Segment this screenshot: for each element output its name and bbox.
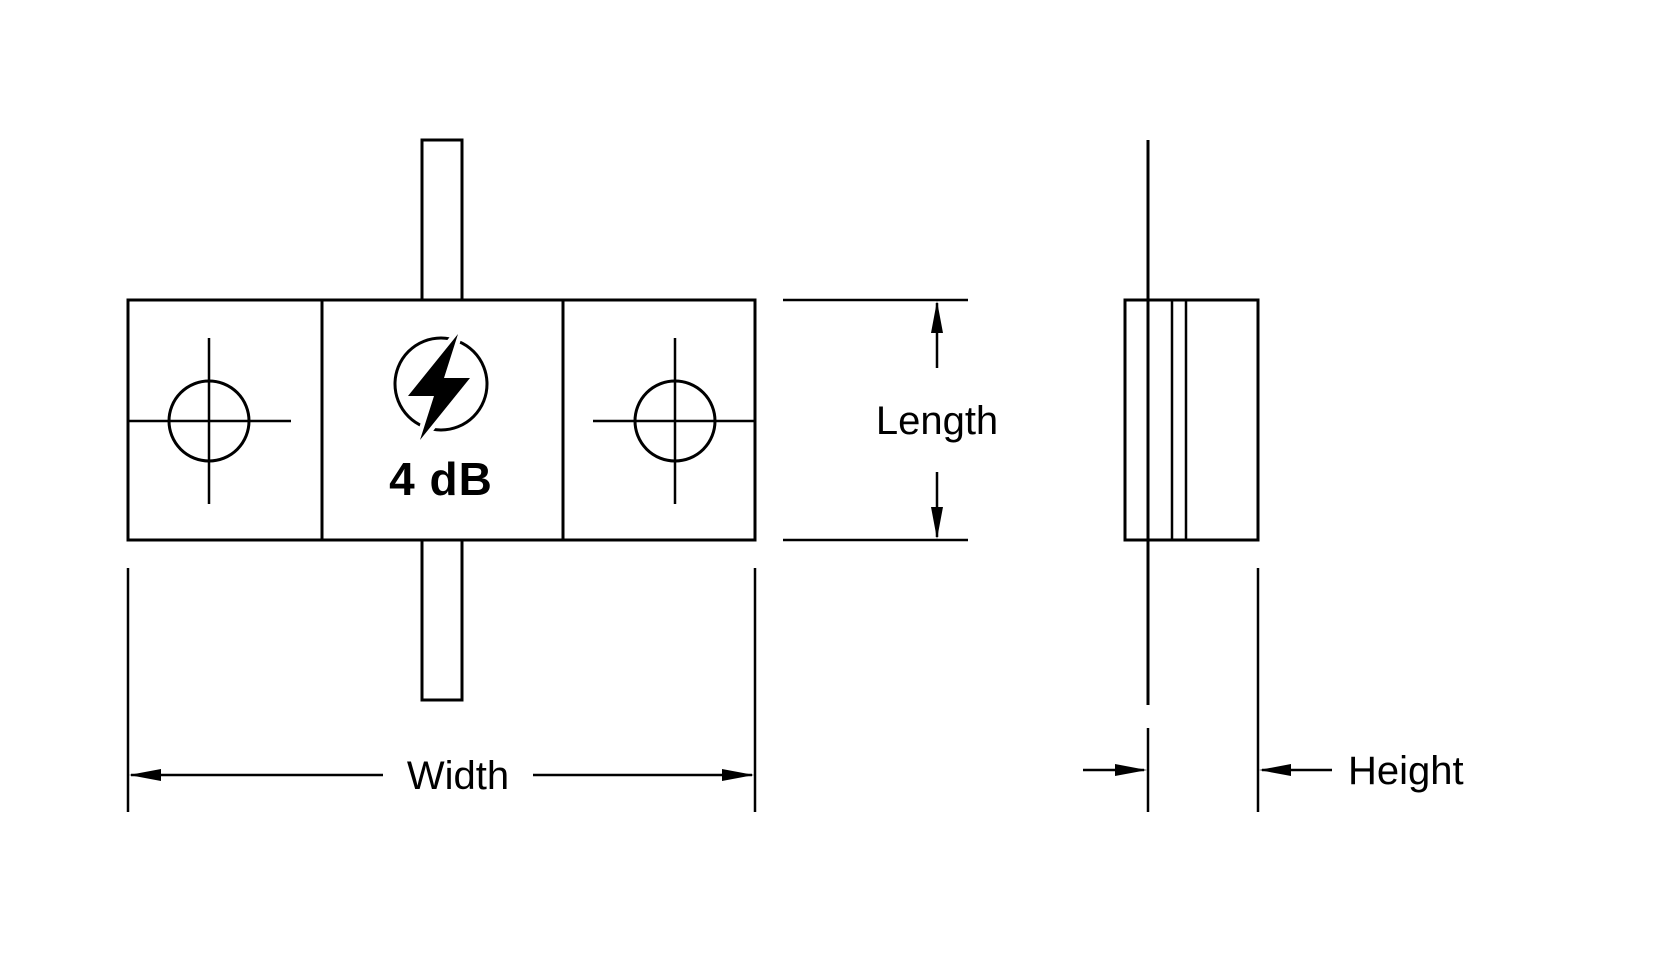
width-dimension: Width xyxy=(126,568,757,812)
lightning-bolt-icon xyxy=(393,329,489,445)
length-dimension: Length xyxy=(783,298,998,542)
height-label: Height xyxy=(1348,749,1464,793)
mounting-hole-left xyxy=(128,338,291,504)
arrowhead-up xyxy=(931,301,943,333)
side-body-outline xyxy=(1123,298,1260,542)
lead-tab-top xyxy=(420,138,464,302)
width-label: Width xyxy=(407,754,509,798)
side-view xyxy=(1123,140,1260,705)
arrowhead-right-pointing xyxy=(1115,764,1147,776)
arrowhead-left xyxy=(129,769,161,781)
front-view: 4 dB xyxy=(126,138,757,702)
length-label: Length xyxy=(876,399,998,443)
mounting-hole-right xyxy=(593,338,755,504)
arrowhead-right xyxy=(722,769,754,781)
height-dimension: Height xyxy=(1083,568,1464,812)
hole-circle xyxy=(633,379,717,463)
arrowhead-left-pointing xyxy=(1259,764,1291,776)
icon-circle xyxy=(393,336,489,432)
bolt-shape xyxy=(408,334,470,440)
hole-circle xyxy=(167,379,251,463)
attenuation-label: 4 dB xyxy=(389,453,493,505)
arrowhead-down xyxy=(931,507,943,539)
lead-tab-bottom xyxy=(420,538,464,702)
